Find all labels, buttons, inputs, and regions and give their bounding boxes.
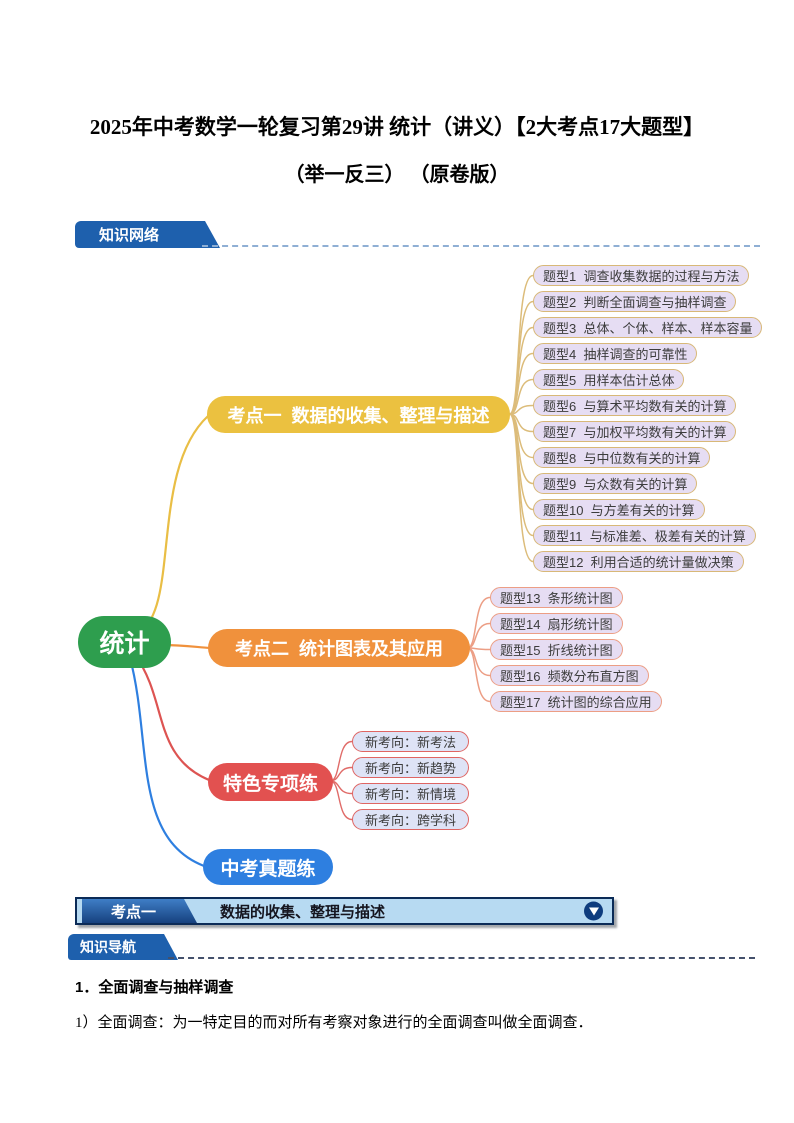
badge-slant-shape bbox=[205, 221, 220, 248]
topic-box-17: 题型17 统计图的综合应用 bbox=[490, 691, 662, 712]
topic-connector bbox=[330, 780, 353, 821]
triangle-down-icon bbox=[588, 907, 599, 916]
newdir-box-3: 新考向：新情境 bbox=[352, 783, 470, 804]
topic-box-3: 题型3 总体、个体、样本、样本容量 bbox=[533, 317, 763, 338]
topic-connector bbox=[330, 740, 353, 782]
section-tab-label: 考点一 bbox=[82, 899, 197, 923]
knowledge-navigation-label: 知识导航 bbox=[68, 934, 164, 960]
branch-line-kaodian1 bbox=[138, 414, 210, 634]
topic-box-1: 题型1 调查收集数据的过程与方法 bbox=[533, 265, 750, 286]
mindmap-node-tese: 特色专项练 bbox=[208, 763, 333, 801]
content-paragraph: 1）全面调查：为一特定目的而对所有考察对象进行的全面调查叫做全面调查． bbox=[75, 1015, 593, 1031]
dashed-divider bbox=[168, 957, 755, 959]
newdir-box-2: 新考向：新趋势 bbox=[352, 757, 470, 778]
topic-connector bbox=[467, 647, 491, 703]
section-title: 数据的收集、整理与描述 bbox=[220, 903, 386, 921]
topic-box-5: 题型5 用样本估计总体 bbox=[533, 369, 685, 390]
topic-box-13: 题型13 条形统计图 bbox=[490, 587, 623, 608]
topic-box-10: 题型10 与方差有关的计算 bbox=[533, 499, 705, 520]
knowledge-navigation-badge: 知识导航 bbox=[68, 934, 178, 960]
collapse-button bbox=[584, 901, 603, 921]
newdir-box-4: 新考向：跨学科 bbox=[352, 809, 470, 830]
content-heading: 1．全面调查与抽样调查 bbox=[75, 979, 234, 996]
topic-box-6: 题型6 与算术平均数有关的计算 bbox=[533, 395, 737, 416]
newdir-box-1: 新考向：新考法 bbox=[352, 731, 470, 752]
topic-box-12: 题型12 利用合适的统计量做决策 bbox=[533, 551, 744, 572]
topic-connector bbox=[509, 378, 534, 415]
mindmap-node-kaodian1: 考点一 数据的收集、整理与描述 bbox=[207, 396, 510, 433]
section-header-bar: 考点一 数据的收集、整理与描述 bbox=[75, 897, 614, 925]
topic-connector bbox=[509, 413, 534, 511]
topic-box-15: 题型15 折线统计图 bbox=[490, 639, 623, 660]
topic-connector bbox=[330, 766, 353, 782]
topic-connector bbox=[509, 274, 534, 415]
branch-line-tese bbox=[133, 653, 211, 782]
topic-box-2: 题型2 判断全面调查与抽样调查 bbox=[533, 291, 737, 312]
topic-box-7: 题型7 与加权平均数有关的计算 bbox=[533, 421, 737, 442]
topic-connector bbox=[467, 622, 491, 649]
topic-box-14: 题型14 扇形统计图 bbox=[490, 613, 623, 634]
knowledge-network-label: 知识网络 bbox=[75, 221, 205, 248]
title-line-2: （举一反三） （原卷版） bbox=[284, 164, 510, 186]
badge-slant-shape bbox=[164, 934, 178, 960]
dashed-divider bbox=[202, 245, 760, 247]
title-line-1: 2025年中考数学一轮复习第29讲 统计（讲义）【2大考点17大题型】 bbox=[89, 115, 705, 139]
topic-connector bbox=[467, 596, 491, 649]
document-title: 2025年中考数学一轮复习第29讲 统计（讲义）【2大考点17大题型】 （举一反… bbox=[0, 112, 794, 190]
topic-box-16: 题型16 频数分布直方图 bbox=[490, 665, 649, 686]
mindmap-node-kaodian2: 考点二 统计图表及其应用 bbox=[208, 629, 470, 667]
topic-box-8: 题型8 与中位数有关的计算 bbox=[533, 447, 711, 468]
topic-connector bbox=[509, 413, 534, 563]
topic-box-4: 题型4 抽样调查的可靠性 bbox=[533, 343, 698, 364]
topic-box-11: 题型11 与标准差、极差有关的计算 bbox=[533, 525, 756, 546]
mindmap-node-zhenti: 中考真题练 bbox=[203, 849, 333, 885]
branch-line-zhenti bbox=[128, 656, 206, 868]
mindmap-root-node: 统计 bbox=[78, 616, 171, 668]
topic-box-9: 题型9 与众数有关的计算 bbox=[533, 473, 698, 494]
knowledge-network-badge: 知识网络 bbox=[75, 221, 220, 248]
